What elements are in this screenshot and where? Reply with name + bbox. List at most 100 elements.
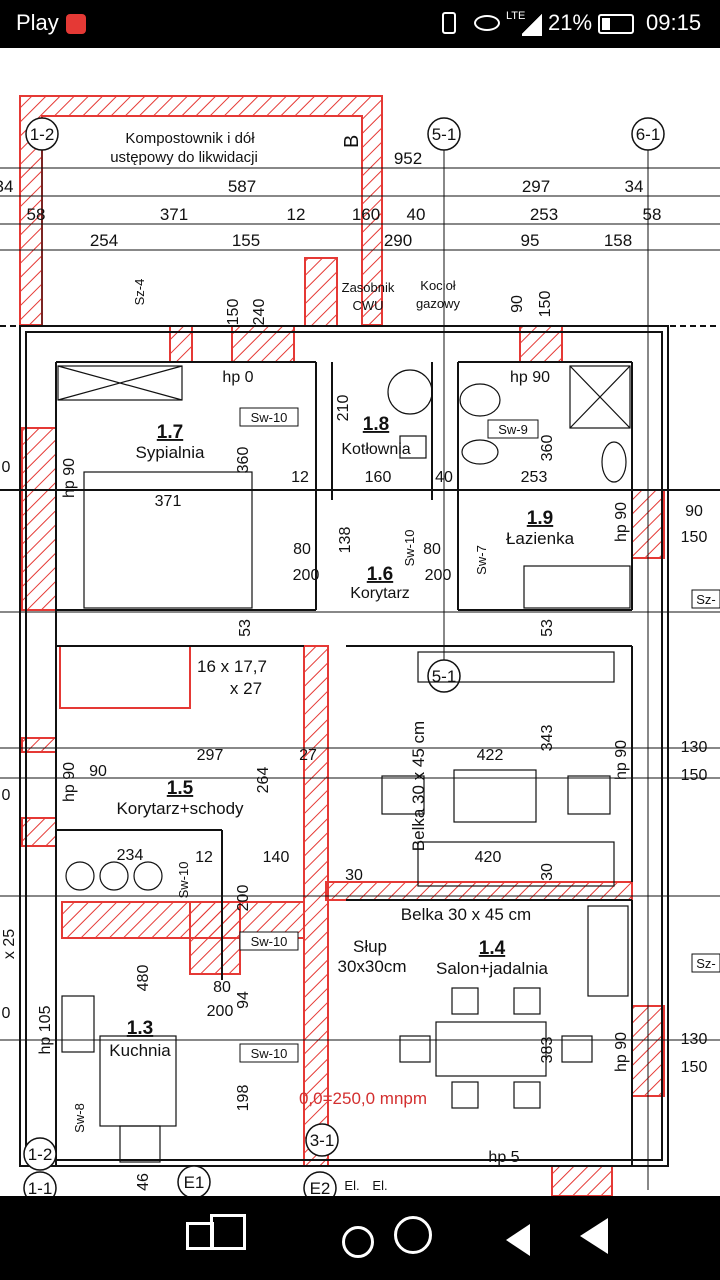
dimension-text: 150: [537, 291, 554, 318]
structural-walls: [0, 325, 720, 1167]
top-dimensions: 952 34 587 297 34 58 371 12 160 40 253 5…: [0, 149, 661, 250]
tag-label: Sw-10: [402, 530, 417, 567]
axis-label: 6-1: [636, 125, 661, 144]
dimension-text: 40: [407, 205, 426, 224]
dimension-text: 198: [235, 1085, 252, 1112]
column-size: 30x30cm: [338, 957, 407, 976]
level-tag: hp 90: [613, 740, 630, 780]
tv-unit: [417, 651, 615, 683]
tag-label: Sw-10: [176, 862, 191, 899]
dimension-text: 422: [477, 747, 504, 764]
dimension-text: 30: [345, 867, 363, 884]
dimension-text: 160: [352, 205, 380, 224]
dimension-text: 200: [425, 567, 452, 584]
dimension-text: 140: [263, 849, 290, 866]
dimension-text: El.: [344, 1178, 359, 1193]
dining-table: [435, 1021, 547, 1077]
dimension-text: 12: [287, 205, 306, 224]
dimension-text: 90: [89, 763, 107, 780]
dimension-text: 0: [2, 459, 11, 476]
dimension-text: 58: [643, 205, 662, 224]
axis-marker: [427, 117, 461, 151]
dimension-text: 360: [235, 447, 252, 474]
dimension-text: 0: [2, 787, 11, 804]
room-labels: 1.7 Sypialnia 1.8 Kotłownia 1.9 Łazienka…: [109, 414, 574, 1060]
dimension-text: 130: [681, 739, 708, 756]
dimension-text: 160: [365, 469, 392, 486]
home-button-ring: [394, 1216, 432, 1254]
battery-icon: [598, 14, 634, 34]
dimension-text: 150: [681, 529, 708, 546]
dimension-text: 587: [228, 177, 256, 196]
dimension-text: 200: [207, 1003, 234, 1020]
dimension-text: 290: [384, 231, 412, 250]
back-icon-2[interactable]: [580, 1218, 608, 1254]
round-table: [65, 861, 95, 891]
dimension-text: 12: [195, 849, 213, 866]
dimension-text: 297: [197, 747, 224, 764]
axis-marker: [25, 117, 59, 151]
bottom-window: [551, 1165, 613, 1196]
bed: [83, 471, 253, 609]
boiler-tank: [387, 369, 433, 415]
room-name: Kotłownia: [341, 441, 410, 458]
dimension-text: 420: [475, 849, 502, 866]
stairs-label: x 27: [230, 679, 262, 698]
dimension-lines: [0, 150, 720, 1190]
level-tag: hp 90: [61, 762, 78, 802]
dimension-text: 40: [435, 469, 453, 486]
dimension-text: 150: [225, 299, 242, 326]
axis-label: 3-1: [310, 1131, 335, 1150]
eye-icon: [474, 15, 500, 31]
column-label: Słup: [353, 937, 387, 956]
bidet: [461, 439, 499, 465]
washbasin: [601, 441, 627, 483]
dimension-text: 58: [27, 205, 46, 224]
toilet: [459, 383, 501, 417]
recents-button-overlay: [210, 1214, 246, 1250]
dimension-text: 46: [135, 1173, 152, 1191]
window-tags: Sw-10 Sw-9 Sw-10 Sw-10 Sz- Sz- Sz-4 Sw-1…: [72, 279, 720, 1133]
level-tag: hp 90: [61, 458, 78, 498]
annotations: Kompostownik i dół ustępowy do likwidacj…: [110, 130, 531, 1108]
level-tag: hp 90: [510, 369, 550, 386]
room-number: 1.5: [167, 778, 194, 799]
chair: [451, 987, 479, 1015]
dimension-text: 150: [681, 767, 708, 784]
room-number: 1.8: [363, 414, 389, 435]
dimension-text: 371: [160, 205, 188, 224]
axis-label: 1-2: [30, 125, 55, 144]
level-marker: 0,0=250,0 mnpm: [299, 1089, 427, 1108]
tag-label: Sz-4: [132, 279, 147, 306]
room-number: 1.3: [127, 1018, 153, 1039]
dimension-text: 264: [255, 767, 272, 794]
beam-strip: [325, 881, 633, 901]
back-icon[interactable]: [506, 1224, 530, 1256]
dimension-text: 253: [530, 205, 558, 224]
dimension-text: 12: [291, 469, 309, 486]
image-viewer[interactable]: 1-2 5-1 6-1 5-1 1-2 3-1 1-1 E1 E2 952 34…: [0, 48, 720, 1196]
room-name: Łazienka: [506, 529, 575, 548]
home-button[interactable]: [342, 1226, 374, 1258]
sofa: [417, 841, 615, 887]
axis-marker: [177, 1165, 211, 1196]
dimension-text: 210: [335, 395, 352, 422]
axis-marker: [23, 1171, 57, 1196]
dimension-text: 95: [521, 231, 540, 250]
battery-percent: 21%: [548, 10, 593, 35]
axis-markers: [23, 117, 665, 1196]
dimension-text: 94: [235, 991, 252, 1009]
bathtub: [523, 565, 631, 609]
dimension-text: 952: [394, 149, 422, 168]
chair: [399, 1035, 431, 1063]
network-label: LTE: [506, 10, 526, 22]
dimension-text: 34: [0, 177, 13, 196]
stairs-label: 16 x 17,7: [197, 657, 267, 676]
left-wall-small: [21, 737, 57, 753]
axis-marker: [631, 117, 665, 151]
tag-label: Sw-7: [474, 545, 489, 575]
tag-label: Sw-10: [251, 934, 288, 949]
floor-plan-drawing[interactable]: 1-2 5-1 6-1 5-1 1-2 3-1 1-1 E1 E2 952 34…: [0, 48, 720, 1196]
tag-label: Sw-10: [251, 1046, 288, 1061]
dimension-text: 30: [539, 863, 556, 881]
